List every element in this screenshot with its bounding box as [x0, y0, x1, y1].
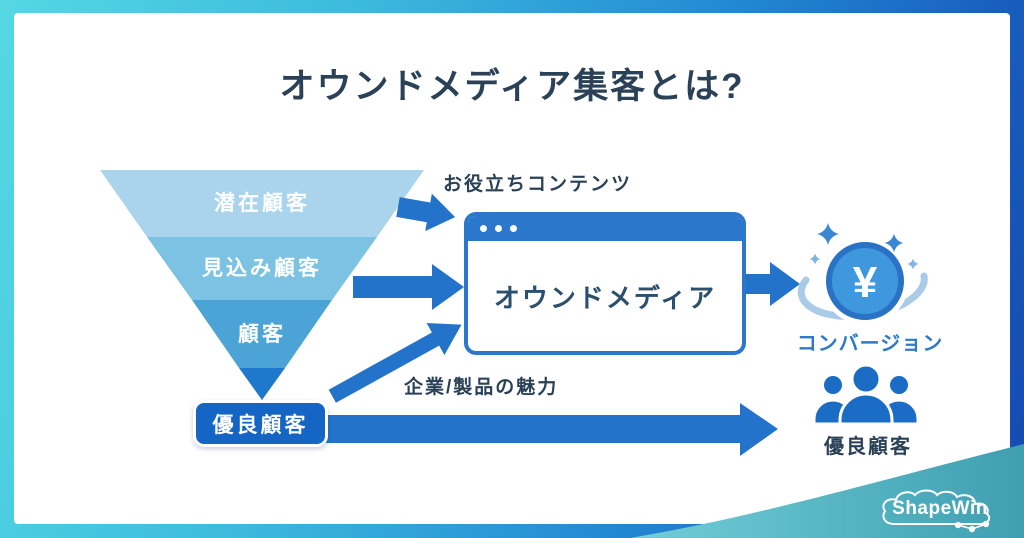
annotation-useful-content: お役立ちコンテンツ — [443, 174, 633, 195]
logo-cloud-icon — [882, 489, 991, 533]
loyal-customers-label: 優良顧客 — [824, 436, 912, 458]
arrow-middle — [353, 264, 464, 310]
page-title: オウンドメディア集客とは? — [279, 67, 745, 106]
funnel-stage-label-potential: 潜在顧客 — [214, 192, 310, 215]
loyal-customer-box: 優良顧客 — [193, 400, 328, 447]
window-dot-icon — [495, 225, 502, 232]
conversion-label: コンバージョン — [796, 333, 944, 355]
window-dot-icon — [510, 225, 517, 232]
arrow-diagonal — [324, 319, 467, 407]
shapewin-logo: ShapeWin — [878, 487, 1012, 533]
funnel-icon — [100, 170, 424, 400]
funnel-stage-label-prospect: 見込み顧客 — [202, 257, 322, 280]
window-dot-icon — [480, 225, 487, 232]
browser-window-title: オウンドメディア — [493, 282, 717, 313]
yen-symbol: ¥ — [853, 258, 878, 307]
arrow-bottom — [324, 403, 778, 456]
conversion-coin-icon: ¥ — [797, 223, 928, 325]
arrow-to-conversion — [746, 262, 800, 306]
people-group-icon — [812, 363, 920, 426]
annotation-product-appeal: 企業/製品の魅力 — [404, 377, 559, 398]
browser-titlebar — [468, 216, 742, 241]
funnel-stage-label-customer: 顧客 — [238, 323, 286, 346]
loyal-customer-box-label: 優良顧客 — [212, 413, 309, 437]
arrow-top — [396, 193, 456, 232]
corner-swoosh — [630, 444, 1024, 538]
browser-content: オウンドメディア — [468, 241, 742, 351]
flow-arrows — [324, 193, 800, 456]
browser-window: オウンドメディア — [464, 212, 746, 355]
logo-text: ShapeWin — [892, 498, 988, 519]
sparkle-icons — [809, 223, 919, 270]
